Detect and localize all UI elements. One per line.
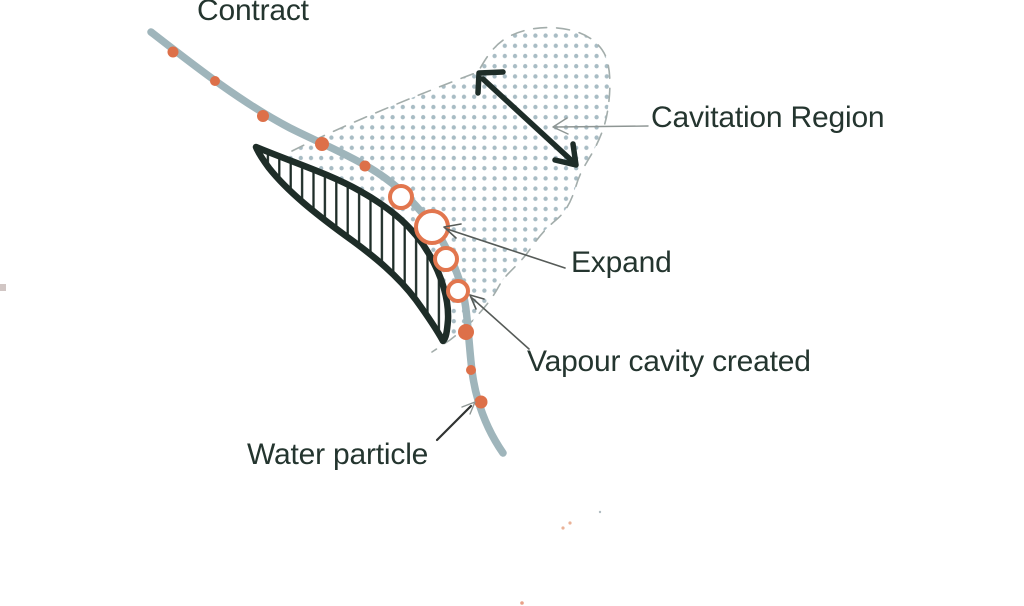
- particle-dot: [315, 137, 329, 151]
- label-contract: Contract: [197, 0, 309, 27]
- particle-dot: [474, 395, 488, 409]
- expand-leader: [443, 223, 566, 269]
- label-vapour-cavity-created: Vapour cavity created: [527, 345, 811, 378]
- hydrofoil-blade: [252, 143, 452, 345]
- vapour-bubble: [388, 184, 414, 210]
- particle-dot: [210, 76, 220, 86]
- vapour-cavity-leader: [469, 294, 530, 350]
- scan-artifacts: [0, 284, 602, 605]
- particle-dot: [458, 324, 474, 340]
- particle-dot: [359, 160, 371, 172]
- vapour-bubbles: [388, 184, 470, 303]
- hydrofoil-outline: [252, 143, 452, 345]
- cavitation-region-leader: [552, 117, 649, 135]
- water-particle-leader: [435, 401, 476, 442]
- vapour-bubble: [446, 279, 470, 303]
- label-cavitation-region: Cavitation Region: [651, 101, 885, 134]
- particle-dot: [257, 110, 269, 122]
- hydrofoil-hatching: [256, 147, 449, 341]
- particle-dot: [167, 46, 179, 58]
- label-water-particle: Water particle: [247, 438, 429, 471]
- cavitation-region-fill: [258, 27, 610, 339]
- label-expand: Expand: [571, 246, 672, 279]
- vapour-bubble: [433, 246, 459, 272]
- water-particle-dots: [167, 46, 488, 409]
- expansion-double-arrow: [475, 69, 579, 168]
- particle-dot: [466, 365, 476, 375]
- cavitation-region-outline: [291, 26, 611, 353]
